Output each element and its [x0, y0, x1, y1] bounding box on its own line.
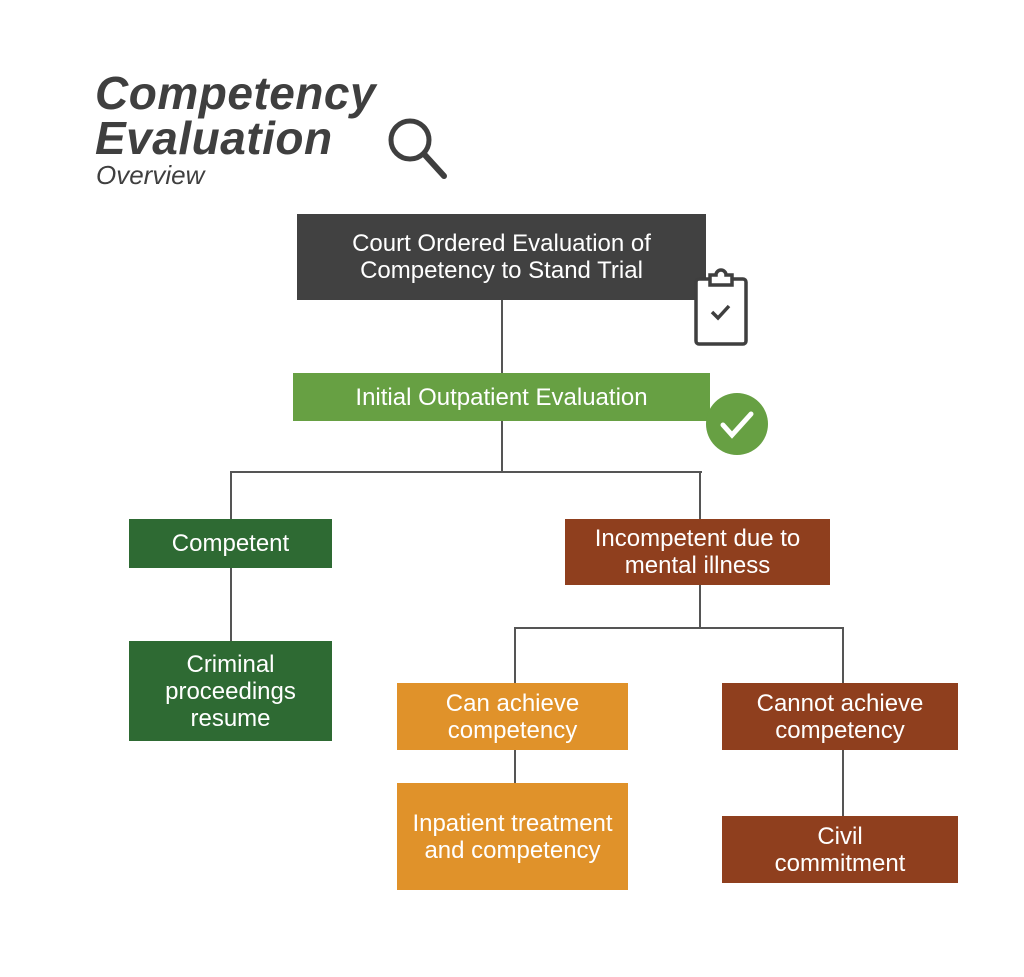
node-civil-commitment: Civil commitment — [722, 816, 958, 883]
connector — [514, 750, 516, 783]
check-circle-icon — [706, 393, 768, 455]
magnifier-icon — [388, 118, 447, 179]
connector — [842, 750, 844, 816]
node-inpatient-treatment: Inpatient treatment and competency — [397, 783, 628, 890]
node-incompetent: Incompetent due to mental illness — [565, 519, 830, 585]
node-competent: Competent — [129, 519, 332, 568]
connector — [230, 568, 232, 641]
connector — [501, 421, 503, 473]
connector — [501, 300, 503, 373]
connector — [514, 627, 516, 683]
node-court-order: Court Ordered Evaluation of Competency t… — [297, 214, 706, 300]
connector — [699, 585, 701, 629]
connector — [514, 627, 844, 629]
connector — [842, 627, 844, 683]
title-line-2: Evaluation — [95, 112, 333, 164]
title-line-1: Competency — [95, 67, 377, 119]
connector — [230, 471, 702, 473]
clipboard-check-icon — [694, 268, 748, 346]
connector — [699, 471, 701, 519]
node-cannot-achieve: Cannot achieve competency — [722, 683, 958, 750]
subtitle: Overview — [96, 160, 205, 190]
node-criminal-proceedings-resume: Criminal proceedings resume — [129, 641, 332, 741]
node-can-achieve: Can achieve competency — [397, 683, 628, 750]
connector — [230, 471, 232, 519]
node-initial-evaluation: Initial Outpatient Evaluation — [293, 373, 710, 421]
